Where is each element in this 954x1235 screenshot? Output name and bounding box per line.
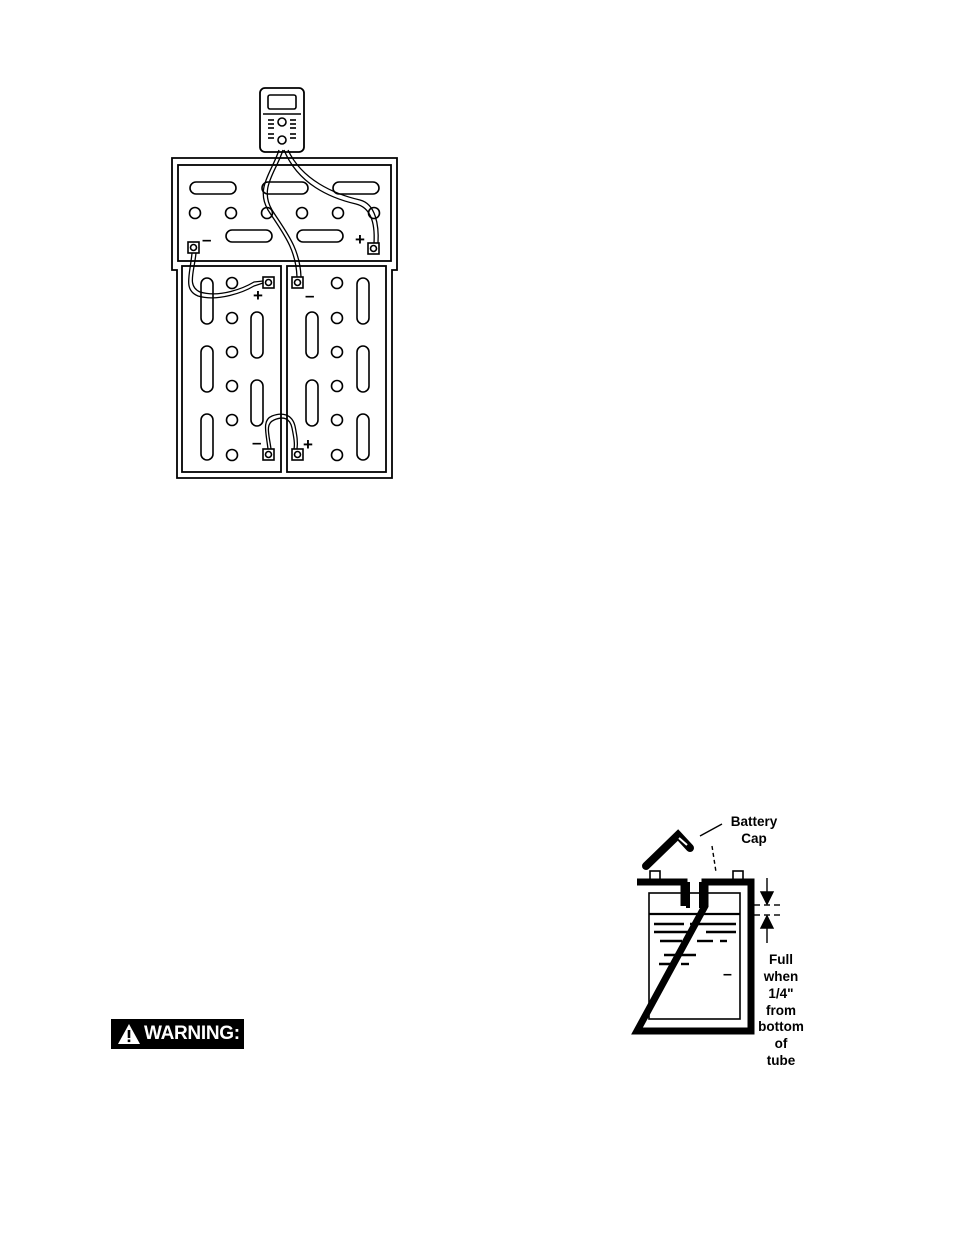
- electrolyte-mark: –: [723, 966, 732, 983]
- level-dimension-marks: [754, 878, 780, 943]
- svg-text:Cap: Cap: [741, 831, 767, 846]
- warning-label: WARNING:: [144, 1023, 240, 1044]
- top-battery: [177, 164, 392, 262]
- svg-text:tube: tube: [767, 1053, 796, 1068]
- svg-text:from: from: [766, 1003, 796, 1018]
- charger-cables: [262, 149, 379, 278]
- svg-text:Full: Full: [769, 952, 793, 967]
- left-battery-bottom-negative-label: –: [252, 433, 261, 452]
- svg-text:bottom: bottom: [758, 1019, 804, 1034]
- battery-tray-outline: [171, 157, 398, 479]
- warning-badge: WARNING:: [111, 1019, 244, 1049]
- jumper-cables: [187, 252, 299, 450]
- svg-text:1/4": 1/4": [768, 986, 793, 1001]
- right-battery: [286, 265, 387, 473]
- top-battery-negative-label: –: [202, 230, 211, 249]
- left-battery-positive-label: +: [253, 286, 263, 305]
- battery-cell-diagram: – Battery Cap Full when 1/4" from bottom…: [631, 814, 804, 1068]
- battery-cap-icon: [642, 829, 694, 870]
- svg-text:of: of: [775, 1036, 788, 1051]
- right-battery-bottom-positive-label: +: [303, 435, 313, 454]
- right-battery-negative-label: –: [305, 286, 314, 305]
- battery-case: [631, 878, 755, 1035]
- full-level-label: Full when 1/4" from bottom of tube: [758, 952, 804, 1068]
- top-battery-positive-label: +: [355, 230, 365, 249]
- battery-cap-label: Battery Cap: [731, 814, 778, 846]
- terminal-polarity-labels: – + + – – +: [202, 230, 365, 454]
- charger-plug-icon: [259, 87, 305, 153]
- svg-text:when: when: [763, 969, 799, 984]
- svg-text:Battery: Battery: [731, 814, 778, 829]
- warning-triangle-icon: [118, 1024, 140, 1044]
- left-battery: [181, 265, 282, 473]
- battery-wiring-diagram: – + + – – +: [171, 87, 398, 479]
- electrolyte-dashes: [654, 922, 736, 966]
